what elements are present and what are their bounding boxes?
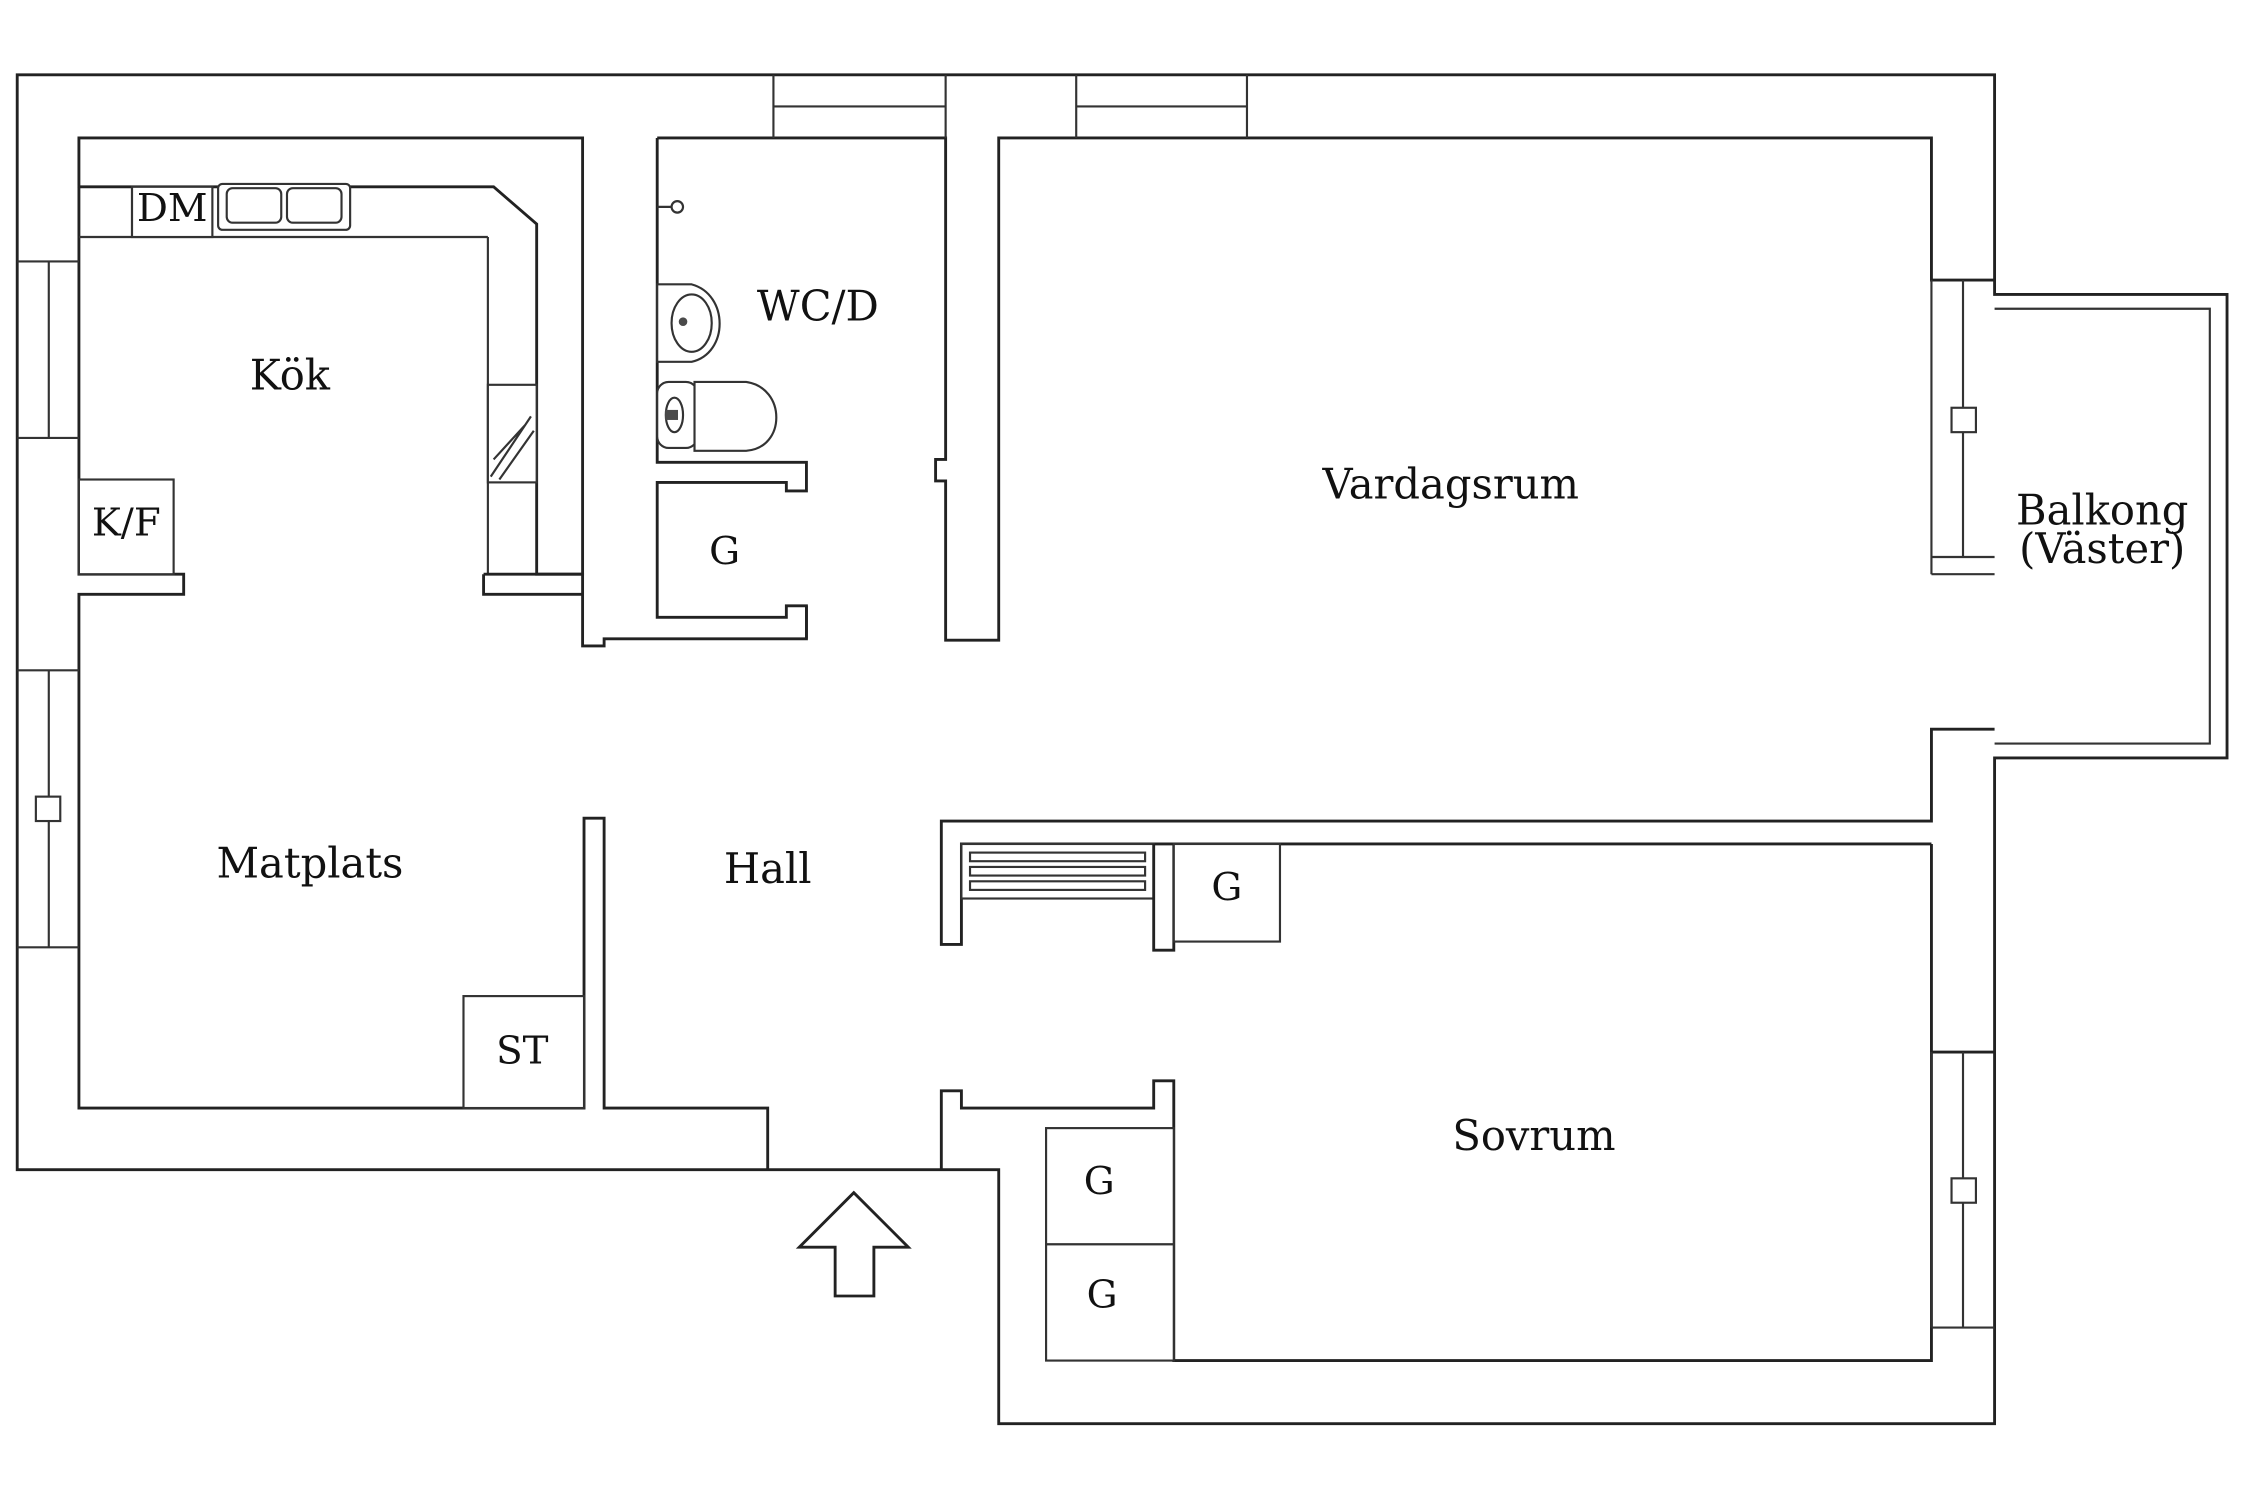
hall-wardrobe-side-wall <box>1152 843 1176 952</box>
stove-icon <box>486 383 538 484</box>
fridge-freezer-box <box>77 478 175 576</box>
hall-label: Hall <box>724 844 812 893</box>
living-room-top-window <box>1075 74 1249 138</box>
outer-wall <box>15 73 2229 1426</box>
kitchen-window <box>17 260 79 439</box>
kitchen-sink-icon <box>217 182 352 231</box>
shower-head-icon <box>657 200 685 214</box>
bathroom-closet-walls <box>655 137 808 639</box>
washbasin-icon <box>656 283 721 363</box>
living-room-label: Vardagsrum <box>1321 460 1579 509</box>
bedroom-window <box>1930 1052 1995 1329</box>
bath-wardrobe-label: G <box>709 529 740 574</box>
dishwasher-box <box>130 185 214 239</box>
living-room-lower-wall <box>939 727 1995 946</box>
shoe-shelf-icon <box>960 842 1155 900</box>
balcony-label-line2: (Väster) <box>2019 524 2185 573</box>
bedroom-label: Sovrum <box>1452 1111 1615 1160</box>
bedroom-wardrobe-1-label: G <box>1084 1159 1115 1204</box>
kitchen-stub-lower <box>482 574 583 596</box>
dining-window <box>17 669 79 949</box>
fridge-freezer-label: K/F <box>92 500 161 545</box>
bedroom-wardrobe-2-label: G <box>1087 1272 1118 1317</box>
kitchen-label: Kök <box>250 351 331 400</box>
hall-wardrobe-box <box>1172 842 1282 943</box>
kitchen-hall-stub-wall <box>483 572 808 648</box>
balcony-inner-railing <box>1994 307 2211 745</box>
dishwasher-label: DM <box>137 186 208 231</box>
bathroom-label: WC/D <box>757 282 879 331</box>
hall-wardrobe-label: G <box>1211 865 1242 910</box>
balcony-label-line1: Balkong <box>2016 485 2188 534</box>
balcony-door <box>1930 280 1995 576</box>
bedroom-wardrobe-1-box <box>1045 1127 1175 1246</box>
storage-label: ST <box>496 1028 549 1073</box>
dining-label: Matplats <box>216 838 403 887</box>
entrance-arrow-icon <box>795 1190 912 1298</box>
storage-box <box>462 995 586 1110</box>
bedroom-wardrobe-2-box <box>1045 1243 1175 1362</box>
bathroom-walls <box>657 136 1995 642</box>
toilet-icon <box>656 380 778 452</box>
bathroom-window <box>772 74 947 138</box>
